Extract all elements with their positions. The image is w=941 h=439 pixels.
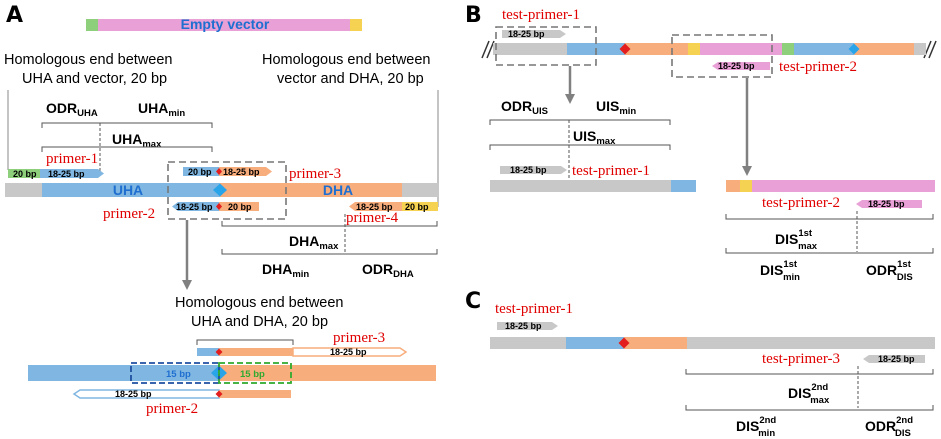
svg-text:18-25 bp: 18-25 bp [176, 202, 213, 212]
b-dashed-box-right [671, 34, 773, 78]
svg-text:20 bp: 20 bp [228, 202, 252, 212]
b-dashed-box-left [495, 26, 597, 66]
uha-max-label: UHAmax [112, 131, 162, 150]
uha-max-bracket [41, 146, 213, 152]
overlap-bar [197, 348, 293, 356]
b-test-primer-1-bp-lower: 18-25 bp [510, 165, 547, 175]
b-construct [493, 43, 926, 55]
uha-min-bracket [41, 122, 213, 128]
b-test-primer-2-label-lower: test-primer-2 [762, 195, 840, 211]
c-test-primer-1-bp: 18-25 bp [505, 321, 542, 331]
overlap-bar-lower [215, 390, 291, 398]
primer-1-label: primer-1 [46, 151, 98, 167]
primer-2-outline-bp: 18-25 bp [115, 389, 152, 399]
uha-region-label: UHA [113, 182, 143, 198]
uis-min-bracket [489, 119, 671, 125]
hom-uha-vector-line2: UHA and vector, 20 bp [22, 71, 167, 87]
dha-min-bracket [221, 249, 438, 255]
empty-vector-label: Empty vector [181, 16, 270, 32]
svg-text:20 bp: 20 bp [405, 202, 429, 212]
uis-min-label: UISmin [596, 98, 636, 117]
c-test-primer-3-arrow [863, 355, 925, 363]
svg-text:18-25 bp: 18-25 bp [356, 202, 393, 212]
panel-c-label: C [465, 289, 481, 314]
primer-2-label: primer-2 [103, 206, 155, 222]
hom-vector-dha-line1: Homologous end between [262, 52, 430, 68]
b-test-primer-2-bp-lower: 18-25 bp [868, 199, 905, 209]
primer-1-arrow: 20 bp 18-25 bp [8, 169, 104, 179]
primer-3-label-lower: primer-3 [333, 330, 385, 346]
svg-text:20 bp: 20 bp [188, 167, 212, 177]
construct-bar [5, 183, 439, 197]
primer-overlap-box [167, 161, 287, 220]
merged-construct [28, 365, 436, 381]
b-test-primer-2-arrow [712, 62, 770, 70]
panel-b-label: B [465, 3, 482, 28]
odr-uha-label: ODRUHA [46, 100, 98, 119]
b-test-primer-2-label: test-primer-2 [779, 59, 857, 75]
hom-uha-dha-line1: Homologous end between [175, 295, 343, 311]
b-uis-bar [490, 180, 696, 192]
dha-max-label: DHAmax [289, 233, 339, 252]
c-test-primer-3-label: test-primer-3 [762, 351, 840, 367]
uis-max-bracket [489, 144, 671, 150]
hom-uha-vector-line1: Homologous end between [4, 52, 172, 68]
blue-15bp-label: 15 bp [166, 369, 191, 380]
primer-3-outline-bp: 18-25 bp [330, 347, 367, 357]
uis-max-label: UISmax [573, 128, 616, 147]
b-test-primer-1-label-lower: test-primer-1 [572, 163, 650, 179]
b-test-primer-2-bp: 18-25 bp [718, 61, 755, 71]
b-test-primer-1-bp: 18-25 bp [508, 29, 545, 39]
primer-3-outline-arrow [292, 347, 408, 357]
dha-region-label: DHA [323, 182, 353, 198]
svg-text:18-25 bp: 18-25 bp [48, 169, 85, 179]
primer-3-arrow: 20 bp 18-25 bp [183, 167, 272, 177]
panel-a-label: A [6, 3, 23, 28]
primer-4-arrow: 18-25 bp 20 bp [349, 202, 438, 212]
c-construct [490, 337, 935, 349]
primer-3-label: primer-3 [289, 166, 341, 182]
c-test-primer-3-bp: 18-25 bp [878, 354, 915, 364]
b-dis-bar [726, 180, 935, 192]
dha-max-bracket [221, 221, 438, 227]
odr-dha-label: ODRDHA [362, 261, 414, 280]
break-mark-left [481, 40, 495, 59]
green-dashed-box [218, 362, 292, 384]
c-test-primer-1-arrow [497, 322, 558, 330]
b-test-primer-1-arrow-lower [500, 166, 567, 174]
primer-2-arrow: 18-25 bp 20 bp [172, 202, 259, 212]
b-test-primer-2-arrow-lower [856, 200, 922, 208]
b-test-primer-1-arrow [502, 30, 566, 38]
hom-uha-dha-bracket [196, 339, 294, 345]
svg-text:18-25 bp: 18-25 bp [223, 167, 260, 177]
uha-min-label: UHAmin [138, 100, 185, 119]
svg-text:20 bp: 20 bp [13, 169, 37, 179]
primer-2-outline-arrow [72, 389, 220, 399]
dis1-max-bracket [725, 214, 934, 220]
b-test-primer-1-label: test-primer-1 [502, 7, 580, 23]
empty-vector-bar [86, 19, 362, 31]
hom-vector-dha-line2: vector and DHA, 20 bp [277, 71, 424, 87]
primer-2-label-lower: primer-2 [146, 401, 198, 417]
dha-min-label: DHAmin [262, 261, 309, 280]
green-15bp-label: 15 bp [240, 369, 265, 380]
primer-4-label: primer-4 [346, 210, 399, 226]
break-mark-right [923, 40, 937, 59]
dis2-min-bracket [685, 405, 934, 411]
dis2-max-bracket [685, 369, 934, 375]
hom-uha-dha-line2: UHA and DHA, 20 bp [191, 314, 328, 330]
dis1-min-bracket [725, 248, 934, 254]
c-test-primer-1-label: test-primer-1 [495, 301, 573, 317]
odr-uis-label: ODRUIS [501, 98, 548, 117]
